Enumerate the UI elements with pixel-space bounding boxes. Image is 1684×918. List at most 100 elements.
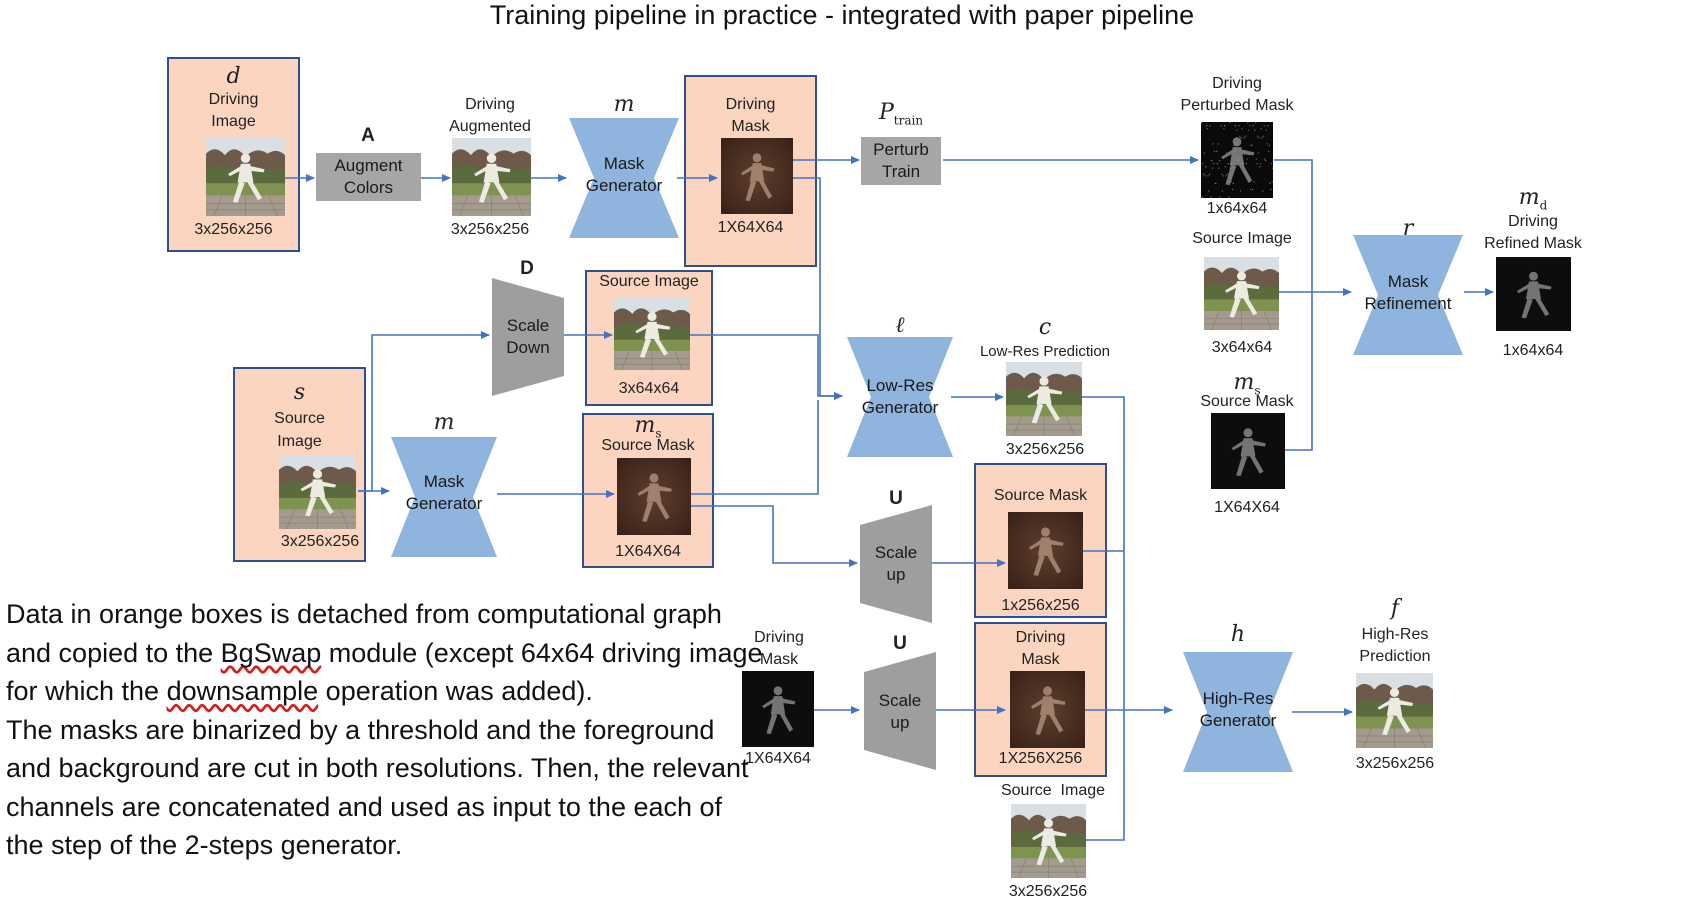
- highres-generator-symbol: h: [1230, 622, 1246, 647]
- lowres-prediction-label: Low-Res Prediction: [979, 343, 1111, 360]
- highres-prediction-symbol: f: [1390, 596, 1400, 621]
- highres-prediction-label-1: High-Res: [1361, 626, 1429, 643]
- highres-prediction-dims: 3x256x256: [1355, 755, 1435, 772]
- refined-mask-symbol: md: [1518, 185, 1548, 213]
- driving-mask-top-dims: 1X64X64: [717, 219, 784, 236]
- source-mask-r-symbol: ms: [1233, 370, 1261, 398]
- highres-generator-label-2: Generator: [1199, 711, 1277, 730]
- source-mask-r-dims: 1X64X64: [1214, 499, 1280, 516]
- source-mask-big-image: [1008, 512, 1083, 589]
- scale-up-1-label-1: Scale: [874, 543, 918, 562]
- lowres-prediction-photo: [1006, 362, 1082, 436]
- notes-paragraph-1: Data in orange boxes is detached from co…: [6, 599, 763, 706]
- highres-generator-shape: [1183, 652, 1293, 772]
- source-image-bottom-photo: [1011, 804, 1086, 878]
- driving-image-photo: [206, 138, 285, 216]
- driving-mask-left-label-1: Driving: [754, 629, 804, 646]
- scale-up-1-label-2: up: [886, 565, 906, 584]
- diagram-title: Training pipeline in practice - integrat…: [489, 0, 1195, 30]
- refined-mask-label-1: Driving: [1508, 213, 1558, 230]
- source-image-bottom-dims: 3x256x256: [1008, 883, 1088, 900]
- refined-mask-image: [1496, 257, 1571, 331]
- driving-mask-big-dims: 1X256X256: [998, 750, 1083, 767]
- source-mask-mid-symbol: ms: [634, 413, 662, 441]
- source-image-photo: [279, 455, 356, 529]
- explanatory-notes: Data in orange boxes is detached from co…: [6, 595, 766, 865]
- source-image-r-dims: 3x64x64: [1211, 339, 1273, 356]
- driving-augmented-photo: [452, 138, 531, 216]
- driving-mask-big-image: [1010, 671, 1085, 748]
- scale-up-1-symbol: U: [889, 488, 903, 509]
- source-image-dims: 3x256x256: [280, 533, 360, 550]
- lowres-prediction-dims: 3x256x256: [1005, 441, 1085, 458]
- mask-generator-top-label-2: Generator: [585, 176, 663, 195]
- perturbed-mask-label-2: Perturbed Mask: [1180, 97, 1294, 114]
- driving-mask-left-label-2: Mask: [759, 651, 799, 668]
- lowres-prediction-symbol: c: [1038, 315, 1052, 340]
- augment-symbol: A: [361, 125, 375, 146]
- source-mask-r-label: Source Mask: [1200, 393, 1294, 410]
- lowres-generator-shape: [847, 337, 953, 457]
- lowres-generator-label-2: Generator: [861, 398, 939, 417]
- source-mask-r-image: [1211, 413, 1285, 489]
- driving-mask-left-dims: 1X64X64: [745, 750, 811, 767]
- driving-mask-big-label-2: Mask: [1021, 651, 1060, 668]
- scale-up-2-shape: [864, 652, 936, 770]
- scale-down-symbol: D: [520, 258, 534, 279]
- scale-down-label-2: Down: [506, 338, 550, 357]
- mask-refinement-symbol: r: [1402, 216, 1414, 241]
- source-image-small-dims: 3x64x64: [618, 380, 680, 397]
- source-image-label-1: Source: [274, 410, 325, 427]
- driving-mask-left-image: [742, 671, 814, 747]
- mask-generator-bottom-label-1: Mask: [423, 472, 465, 491]
- driving-augmented-label-2: Augmented: [449, 118, 531, 135]
- mask-generator-bottom-label-2: Generator: [405, 494, 483, 513]
- scale-up-2-symbol: U: [893, 633, 907, 654]
- source-mask-mid-dims: 1X64X64: [615, 543, 681, 560]
- perturbed-mask-label-1: Driving: [1212, 75, 1262, 92]
- refined-mask-label-2: Refined Mask: [1484, 235, 1582, 252]
- mask-generator-top-label-1: Mask: [603, 154, 645, 173]
- source-image-label-2: Image: [277, 433, 322, 450]
- scale-up-2-label-1: Scale: [878, 691, 922, 710]
- scale-up-2-label-2: up: [890, 713, 910, 732]
- driving-mask-big-label-1: Driving: [1015, 629, 1066, 646]
- highres-prediction-label-2: Prediction: [1359, 648, 1431, 665]
- lowres-generator-label-1: Low-Res: [866, 376, 934, 395]
- mask-refinement-label-1: Mask: [1387, 272, 1429, 291]
- scale-up-1-label: Scale up: [860, 542, 932, 586]
- scale-down-label-1: Scale: [506, 316, 550, 335]
- highres-generator-label-1: High-Res: [1202, 689, 1274, 708]
- bgswap-term: BgSwap: [220, 637, 322, 668]
- driving-image-symbol: d: [226, 64, 241, 89]
- source-image-small-photo: [614, 298, 690, 370]
- source-image-r-label: Source Image: [1192, 230, 1292, 247]
- source-mask-mid-image: [617, 458, 691, 535]
- driving-augmented-label-1: Driving: [465, 96, 515, 113]
- source-mask-mid-label: Source Mask: [601, 437, 695, 454]
- refined-mask-dims: 1x64x64: [1502, 342, 1564, 359]
- source-image-small-label: Source Image: [599, 273, 699, 290]
- notes-paragraph-2: The masks are binarized by a threshold a…: [6, 714, 749, 861]
- driving-augmented-dims: 3x256x256: [450, 221, 530, 238]
- driving-mask-top-image: [721, 138, 793, 214]
- highres-prediction-photo: [1356, 673, 1433, 748]
- source-image-bottom-label: Source Image: [1000, 782, 1106, 799]
- source-mask-big-dims: 1x256x256: [1001, 597, 1080, 614]
- perturbed-mask-image: [1201, 122, 1273, 198]
- driving-mask-top-label-2: Mask: [731, 118, 770, 135]
- downsample-term: downsample: [166, 676, 319, 706]
- augment-label-1: Augment: [334, 156, 403, 175]
- scale-up-2-label: Scale up: [864, 690, 936, 734]
- perturb-label-1: Perturb: [873, 140, 929, 159]
- scale-up-1-shape: [860, 505, 932, 623]
